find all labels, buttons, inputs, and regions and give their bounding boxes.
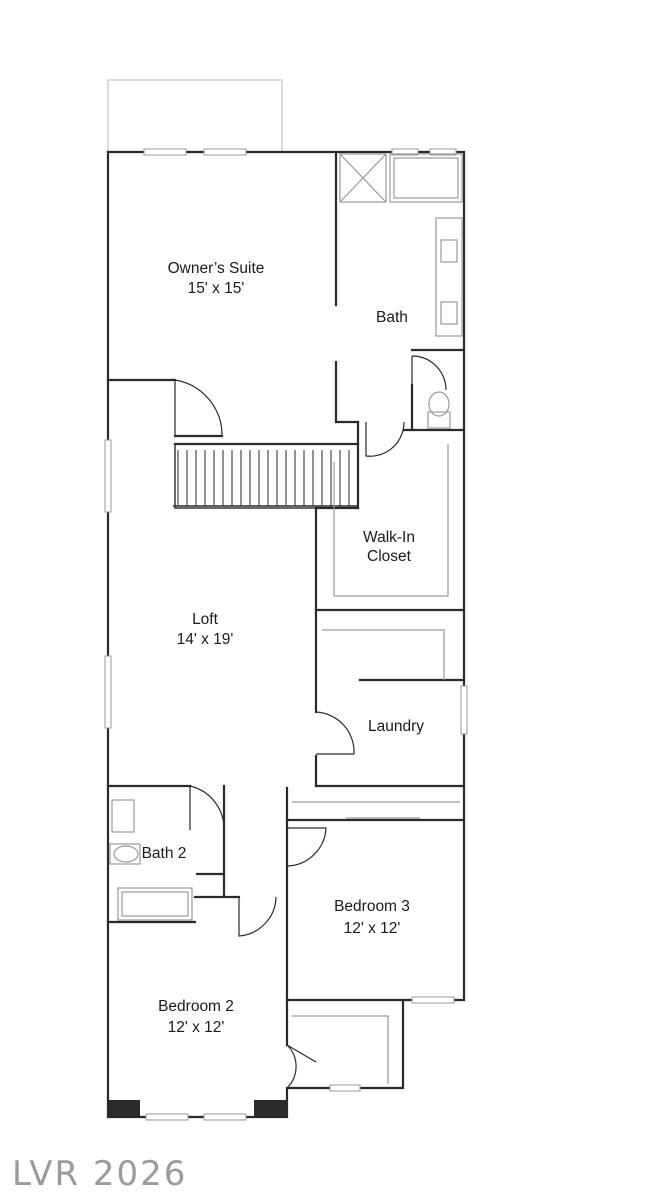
loft-label: Loft <box>192 611 219 628</box>
owners-suite-size: 15' x 15' <box>188 280 245 297</box>
walk-in-closet-label: Walk-In <box>363 529 415 546</box>
laundry-label: Laundry <box>368 718 424 735</box>
balcony-outline <box>107 79 283 152</box>
fixtures <box>109 153 463 1084</box>
loft-size: 14' x 19' <box>177 631 234 648</box>
windows <box>104 148 468 1121</box>
room-labels: Owner’s Suite 15' x 15' Bath Walk-In Clo… <box>142 260 425 1036</box>
doors <box>174 355 447 1089</box>
bath-2-label: Bath 2 <box>142 845 187 862</box>
bedroom-2-label: Bedroom 2 <box>158 998 234 1015</box>
watermark: LVR 2026 <box>12 1154 188 1194</box>
bedroom-2-size: 12' x 12' <box>168 1019 225 1036</box>
bedroom-3-size: 12' x 12' <box>344 920 401 937</box>
bedroom-3-label: Bedroom 3 <box>334 898 410 915</box>
walk-in-closet-label-line2: Closet <box>367 548 412 565</box>
bath-label: Bath <box>376 309 408 326</box>
owners-suite-label: Owner’s Suite <box>168 260 265 277</box>
staircase <box>173 443 359 509</box>
interior-walls <box>106 150 466 1047</box>
